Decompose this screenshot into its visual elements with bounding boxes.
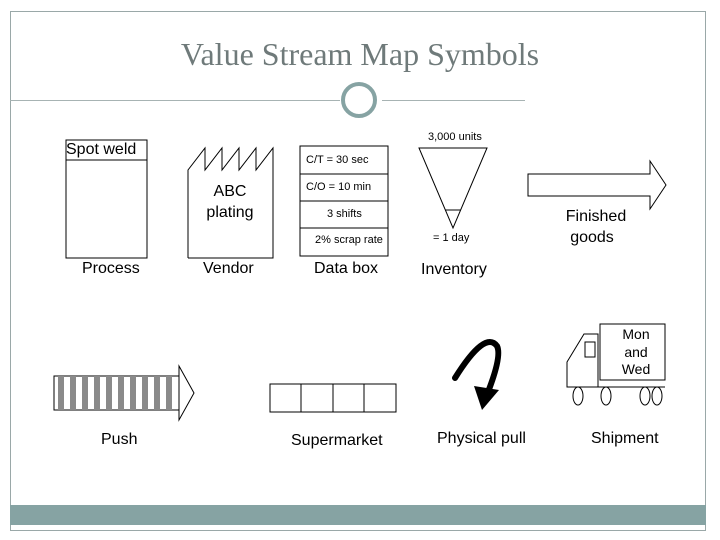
push-caption: Push (101, 431, 138, 448)
process-box-label: Spot weld (66, 141, 137, 158)
shipment-caption: Shipment (591, 430, 659, 447)
push-arrow (53, 364, 195, 422)
finished-goods-arrow (527, 159, 667, 211)
title-ornament-circle (341, 82, 377, 118)
data-box-caption: Data box (314, 260, 379, 277)
shipment-truck (566, 323, 666, 406)
inventory-caption: Inventory (421, 261, 487, 278)
finished-goods-line1: Finished (565, 208, 627, 225)
inventory-bottom-text: = 1 day (433, 232, 470, 244)
vendor-factory-shape (187, 146, 274, 259)
data-box-row-1: C/T = 30 sec (306, 154, 369, 166)
slide-frame (10, 11, 706, 531)
title-rule-left (10, 100, 340, 101)
supermarket-caption: Supermarket (291, 432, 383, 449)
finished-goods-line2: goods (570, 229, 614, 246)
supermarket-symbol (269, 383, 397, 413)
physical-pull-caption: Physical pull (437, 430, 526, 447)
data-box-row-3: 3 shifts (327, 208, 362, 220)
data-box-row-2: C/O = 10 min (306, 181, 372, 193)
process-caption: Process (82, 260, 140, 277)
inventory-triangle (418, 147, 488, 230)
title-rule-right (382, 100, 525, 101)
inventory-top-text: 3,000 units (428, 131, 482, 143)
vendor-caption: Vendor (203, 260, 254, 277)
shipment-truck-text-2: and (624, 344, 648, 360)
data-box-row-4: 2% scrap rate (315, 234, 383, 246)
footer-bar (10, 505, 706, 525)
physical-pull-arrow (452, 339, 502, 410)
slide-title: Value Stream Map Symbols (180, 36, 540, 72)
shipment-truck-text-3: Wed (621, 361, 651, 377)
vendor-text-line2: plating (206, 204, 254, 221)
shipment-truck-text-1: Mon (622, 326, 650, 342)
vendor-text-line1: ABC (213, 183, 247, 200)
